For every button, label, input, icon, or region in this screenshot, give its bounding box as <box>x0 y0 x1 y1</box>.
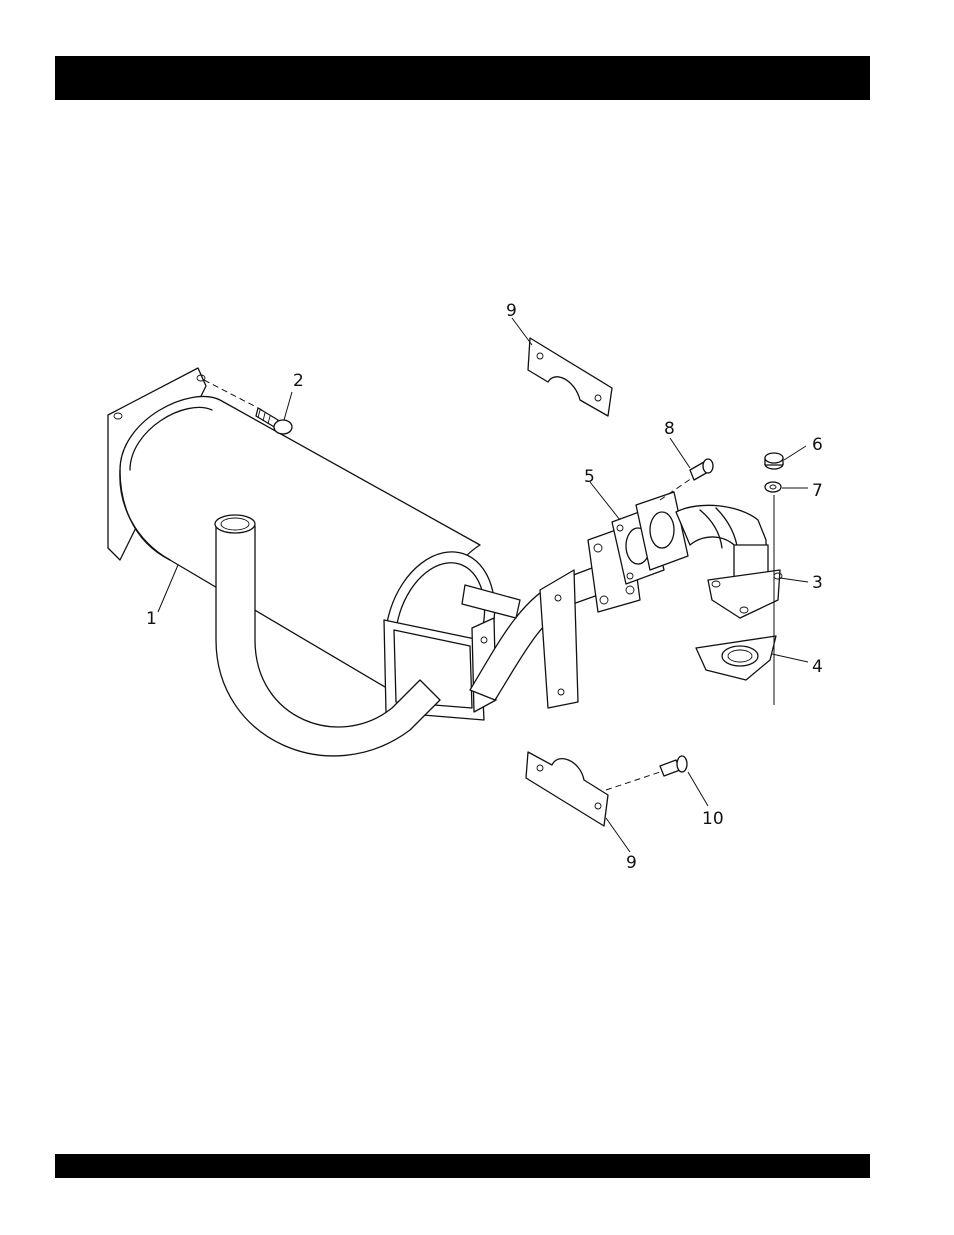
callout-10: 10 <box>702 809 724 829</box>
callout-5: 5 <box>584 467 595 487</box>
callout-7: 7 <box>812 481 823 501</box>
bolt-bracket <box>606 756 687 790</box>
callout-1: 1 <box>146 609 157 629</box>
callout-2: 2 <box>293 371 304 391</box>
callout-8: 8 <box>664 419 675 439</box>
muffler-body <box>108 368 513 720</box>
callout-9-upper: 9 <box>506 301 517 321</box>
callout-4: 4 <box>812 657 823 677</box>
washer <box>765 482 781 492</box>
exhaust-elbow <box>636 492 782 618</box>
callout-6: 6 <box>812 435 823 455</box>
callout-3: 3 <box>812 573 823 593</box>
callout-9-lower: 9 <box>626 853 637 873</box>
bracket-lower <box>526 752 608 826</box>
bracket-upper <box>528 338 612 416</box>
elbow-gasket <box>696 636 776 680</box>
nut <box>765 453 783 469</box>
